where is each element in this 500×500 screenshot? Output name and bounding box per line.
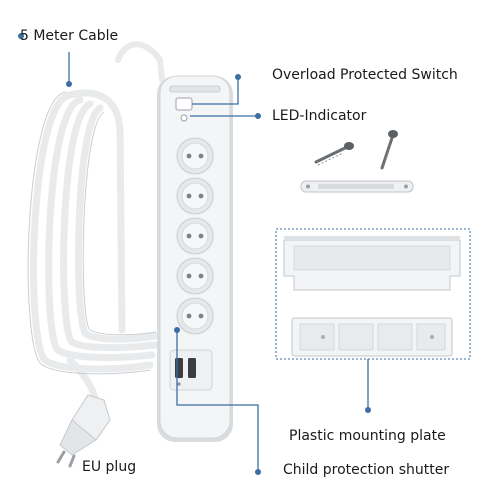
usb-indicator-icon — [177, 382, 181, 386]
usb-panel — [169, 349, 213, 391]
led-indicator — [180, 114, 188, 122]
label-led-indicator: LED-Indicator — [272, 108, 367, 124]
socket-row — [176, 137, 214, 335]
socket-5 — [176, 297, 214, 335]
socket-1 — [176, 137, 214, 175]
usb-port-2 — [188, 358, 196, 378]
coiled-cable-outline — [27, 91, 157, 375]
socket-3 — [176, 217, 214, 255]
brand-badge — [169, 85, 221, 93]
label-mounting-plate: Plastic mounting plate — [289, 428, 446, 444]
usb-port-1 — [175, 358, 183, 378]
mounting-plate-rail — [283, 236, 461, 291]
label-bar — [300, 180, 414, 193]
overload-switch — [175, 97, 193, 111]
mounting-plate-base — [291, 317, 453, 357]
callout-lines — [68, 52, 369, 472]
callout-dots — [18, 33, 371, 475]
screw-1 — [314, 142, 354, 166]
eu-plug — [56, 394, 111, 468]
socket-4 — [176, 257, 214, 295]
label-overload-switch: Overload Protected Switch — [272, 67, 458, 83]
coiled-cable — [30, 41, 165, 404]
screw-2 — [380, 130, 398, 170]
label-5-meter-cable: 5 Meter Cable — [20, 28, 119, 44]
label-child-protection-shutter: Child protection shutter — [283, 462, 450, 478]
socket-2 — [176, 177, 214, 215]
mounting-plate-frame — [275, 228, 471, 360]
label-eu-plug: EU plug — [82, 459, 137, 475]
